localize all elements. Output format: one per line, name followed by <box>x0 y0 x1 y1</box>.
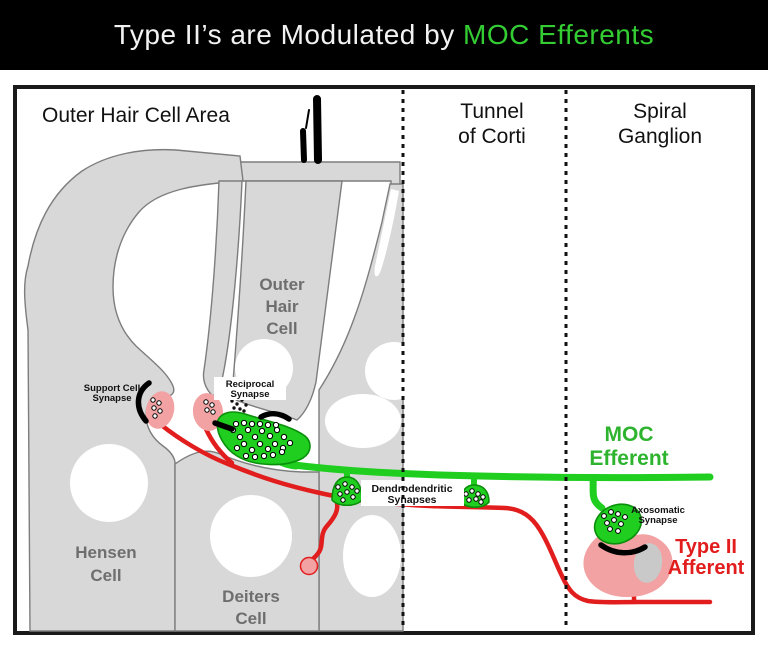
reciprocal-terminal-vesicles <box>203 399 216 415</box>
type2-afferent-fiber <box>157 421 713 605</box>
afferent-bouton <box>299 556 319 576</box>
label-dendro-line1: Dendrodendritic <box>371 483 452 495</box>
label-axo-line2: Synapse <box>638 515 677 526</box>
label-deiters-line1: Deiters <box>222 587 280 606</box>
cup-vesicles <box>229 419 294 461</box>
moc-efferent-fiber <box>216 411 714 545</box>
axo-branch <box>589 475 606 512</box>
label-hensen-line1: Hensen <box>75 543 136 562</box>
slide-title: Type II’s are Modulated by MOC Efferents <box>114 19 654 51</box>
label-support-line1: Support Cell <box>84 383 140 394</box>
support-terminal-vesicles <box>150 397 163 419</box>
title-bar: Type II’s are Modulated by MOC Efferents <box>0 0 768 70</box>
label-tunnel-line1: Tunnel <box>460 100 523 123</box>
label-type2-line2: Afferent <box>668 557 745 579</box>
pillar-nucleus <box>365 342 423 400</box>
axosomatic-terminal <box>593 503 643 545</box>
label-ohc-line1: Outer <box>259 275 305 294</box>
cup-top-mark <box>258 411 292 422</box>
reciprocal-synapse-mark <box>212 420 235 432</box>
afferent-main-fiber <box>157 421 713 605</box>
label-moc-line1: MOC <box>605 423 654 446</box>
dendro-label-bg <box>361 480 464 506</box>
title-text: Type II’s are Modulated by <box>113 19 463 50</box>
label-moc-line2: Efferent <box>589 447 668 470</box>
label-support-line2: Synapse <box>92 393 131 404</box>
lower-right-nucleus <box>343 515 401 597</box>
label-hensen-line2: Cell <box>90 566 121 585</box>
reciprocal-label-bg <box>214 377 286 400</box>
label-reciprocal-line2: Synapse <box>230 389 269 400</box>
efferent-cup <box>216 411 311 466</box>
label-dendro-line2: Synapses <box>387 494 436 506</box>
hensen-nucleus <box>70 444 148 522</box>
soma-nucleus <box>633 543 663 583</box>
pillar-gap <box>374 189 399 277</box>
label-spiral-line2: Ganglion <box>618 125 702 148</box>
label-reciprocal-line1: Reciprocal <box>226 379 275 390</box>
supporting-cells <box>23 148 423 632</box>
label-spiral-line1: Spiral <box>633 100 687 123</box>
label-tunnel-line2: of Corti <box>458 125 526 148</box>
label-outer-hair-cell-area: Outer Hair Cell Area <box>42 104 230 127</box>
label-deiters-line2: Cell <box>235 609 266 628</box>
axosomatic-synapse-mark <box>598 542 648 556</box>
type2-soma <box>583 534 673 598</box>
label-axo-line1: Axosomatic <box>631 505 685 516</box>
label-ohc-line3: Cell <box>266 319 297 338</box>
axo-vesicles <box>601 509 628 534</box>
tunnel-bay <box>325 394 401 448</box>
deiters-nucleus <box>210 495 292 577</box>
support-synapse-mark <box>135 380 152 424</box>
stereocilia <box>300 95 322 164</box>
dome1-vesicles <box>335 481 360 503</box>
efferent-main-fiber <box>283 460 714 482</box>
title-highlight: MOC Efferents <box>463 19 655 50</box>
afferent-reciprocal-stub <box>203 426 235 466</box>
label-ohc-line2: Hair <box>265 297 298 316</box>
label-type2-line1: Type II <box>675 536 737 558</box>
